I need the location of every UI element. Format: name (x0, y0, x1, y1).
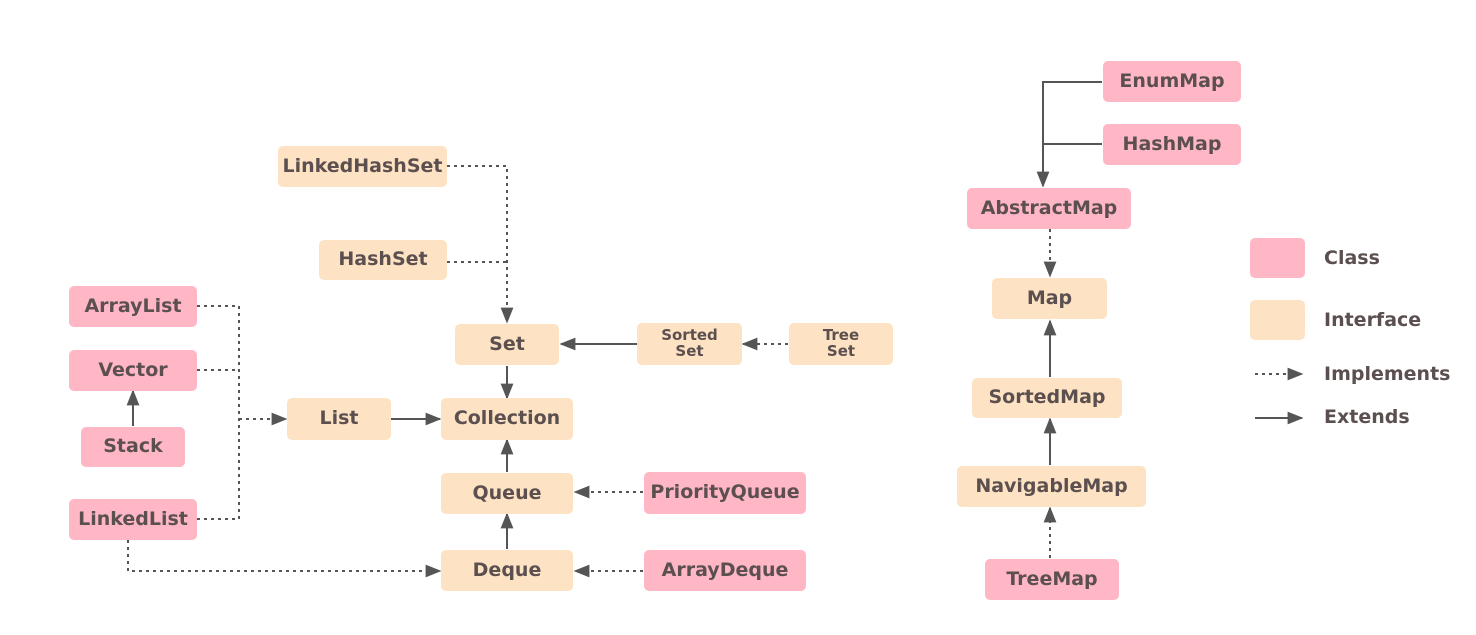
node-sortedset-line2: Set (675, 342, 704, 360)
legend-class-label: Class (1324, 247, 1380, 269)
node-collection: Collection (441, 398, 573, 440)
node-sortedmap: SortedMap (972, 378, 1122, 418)
legend-interface-label: Interface (1324, 309, 1422, 331)
implements-edge (197, 305, 240, 520)
node-hashset: HashSet (319, 240, 447, 280)
node-navigablemap: NavigableMap (957, 466, 1146, 507)
implements-edge (447, 165, 514, 324)
node-queue: Queue (441, 473, 573, 514)
node-treeset-line2: Set (826, 342, 856, 360)
legend-interface-swatch (1250, 300, 1305, 340)
legend-extends-label: Extends (1324, 406, 1410, 428)
node-list: List (287, 398, 391, 440)
node-arraylist: ArrayList (69, 286, 197, 327)
node-hashmap: HashMap (1103, 124, 1241, 165)
node-deque: Deque (441, 550, 573, 591)
node-linkedhashset: LinkedHashSet (278, 146, 447, 187)
node-vector: Vector (69, 350, 197, 391)
node-treeset-line1: Tree (822, 326, 860, 345)
node-treemap: TreeMap (985, 559, 1119, 600)
node-map: Map (992, 278, 1107, 319)
legend-implements-label: Implements (1324, 363, 1451, 385)
node-linkedlist: LinkedList (69, 499, 197, 540)
node-treeset: Tree Set (789, 323, 893, 365)
node-enummap: EnumMap (1103, 61, 1241, 102)
legend-class-swatch (1250, 238, 1305, 278)
node-arraydeque: ArrayDeque (644, 550, 806, 591)
node-sortedset: Sorted Set (637, 323, 742, 365)
node-sortedset-line1: Sorted (661, 326, 718, 345)
implements-edge (127, 540, 442, 578)
node-abstractmap: AbstractMap (967, 188, 1131, 229)
node-priorityqueue: PriorityQueue (644, 472, 806, 514)
extends-edge (1036, 81, 1102, 188)
node-set: Set (455, 324, 559, 365)
node-stack: Stack (81, 427, 185, 467)
